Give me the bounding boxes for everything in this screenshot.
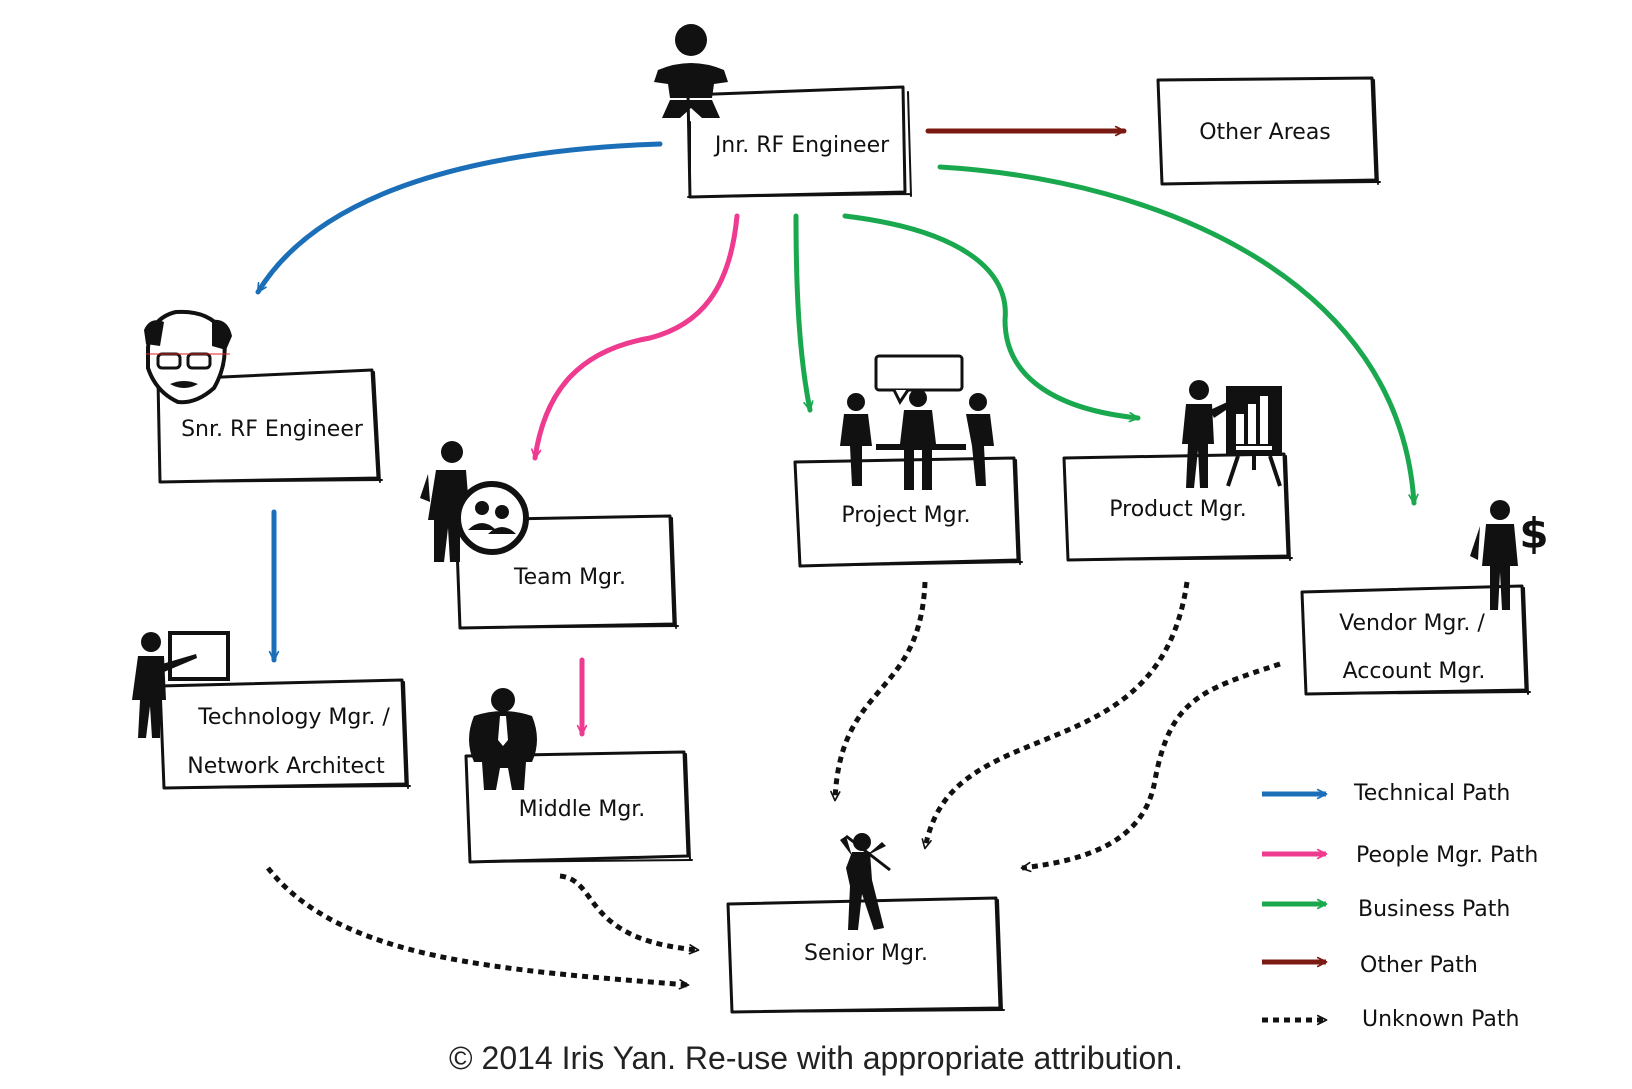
box-label-technology-mgr-line2: Network Architect <box>187 754 385 779</box>
icons: $ <box>132 24 1549 930</box>
legend-label-business: Business Path <box>1358 897 1510 922</box>
legend-item-technical: Technical Path <box>1262 781 1510 806</box>
box-label-other-areas: Other Areas <box>1199 120 1331 145</box>
copyright-notice: © 2014 Iris Yan. Re-use with appropriate… <box>449 1040 1183 1076</box>
team-manager-icon <box>420 441 529 562</box>
presenter-chart-icon <box>1182 380 1282 488</box>
box-jnr-rf-engineer: Jnr. RF Engineer <box>686 85 912 199</box>
businessman-dollar-icon: $ <box>1470 500 1549 610</box>
baby-icon <box>654 24 728 118</box>
box-label-product-mgr: Product Mgr. <box>1109 497 1247 522</box>
box-label-vendor-mgr-line1: Vendor Mgr. / <box>1339 611 1485 636</box>
boxes: Jnr. RF Engineer Other Areas Snr. RF Eng… <box>156 76 1531 1014</box>
legend-label-technical: Technical Path <box>1353 781 1510 806</box>
arrow-unknown-vendor-to-senior <box>1020 661 1281 873</box>
arrow-technical-jnr-to-snr <box>255 141 663 295</box>
arrow-unknown-product-to-senior <box>921 581 1190 850</box>
box-label-team-mgr: Team Mgr. <box>513 565 626 590</box>
box-senior-mgr: Senior Mgr. <box>726 896 1005 1014</box>
box-product-mgr: Product Mgr. <box>1062 452 1293 562</box>
box-label-senior-mgr: Senior Mgr. <box>804 941 928 966</box>
legend-label-unknown: Unknown Path <box>1362 1007 1519 1032</box>
stout-manager-icon <box>469 688 537 790</box>
box-label-snr-rf-engineer: Snr. RF Engineer <box>181 417 364 442</box>
arrow-business-jnr-to-vendor <box>937 164 1419 506</box>
arrow-business-jnr-to-product <box>842 213 1141 423</box>
teacher-board-icon <box>132 631 230 738</box>
legend: Technical Path People Mgr. Path Business… <box>1262 781 1538 1032</box>
dollar-sign: $ <box>1519 509 1548 558</box>
box-snr-rf-engineer: Snr. RF Engineer <box>156 368 383 484</box>
arrow-unknown-middle-to-senior <box>559 873 700 955</box>
box-label-technology-mgr-line1: Technology Mgr. / <box>197 705 390 730</box>
box-label-project-mgr: Project Mgr. <box>841 503 970 528</box>
box-label-middle-mgr: Middle Mgr. <box>519 797 646 822</box>
box-middle-mgr: Middle Mgr. <box>464 750 693 864</box>
box-other-areas: Other Areas <box>1156 76 1381 186</box>
box-project-mgr: Project Mgr. <box>793 456 1023 568</box>
legend-item-people: People Mgr. Path <box>1262 843 1538 868</box>
golfer-icon <box>840 833 891 930</box>
box-team-mgr: Team Mgr. <box>454 514 679 630</box>
box-label-vendor-mgr-line2: Account Mgr. <box>1343 659 1486 684</box>
legend-label-people: People Mgr. Path <box>1356 843 1538 868</box>
arrow-people-jnr-to-team <box>531 213 740 461</box>
bald-engineer-icon <box>144 309 232 405</box>
arrow-unknown-project-to-senior <box>830 581 928 802</box>
box-label-jnr-rf-engineer: Jnr. RF Engineer <box>713 133 890 158</box>
legend-item-business: Business Path <box>1262 897 1510 922</box>
box-vendor-mgr: Vendor Mgr. / Account Mgr. <box>1300 584 1531 696</box>
arrow-unknown-tech-to-senior <box>266 866 690 990</box>
legend-item-other: Other Path <box>1262 953 1478 978</box>
meeting-icon <box>840 354 994 490</box>
arrows <box>255 125 1419 990</box>
legend-label-other: Other Path <box>1360 953 1478 978</box>
box-technology-mgr: Technology Mgr. / Network Architect <box>158 678 411 790</box>
arrow-business-jnr-to-project <box>793 213 814 413</box>
legend-item-unknown: Unknown Path <box>1262 1007 1519 1032</box>
